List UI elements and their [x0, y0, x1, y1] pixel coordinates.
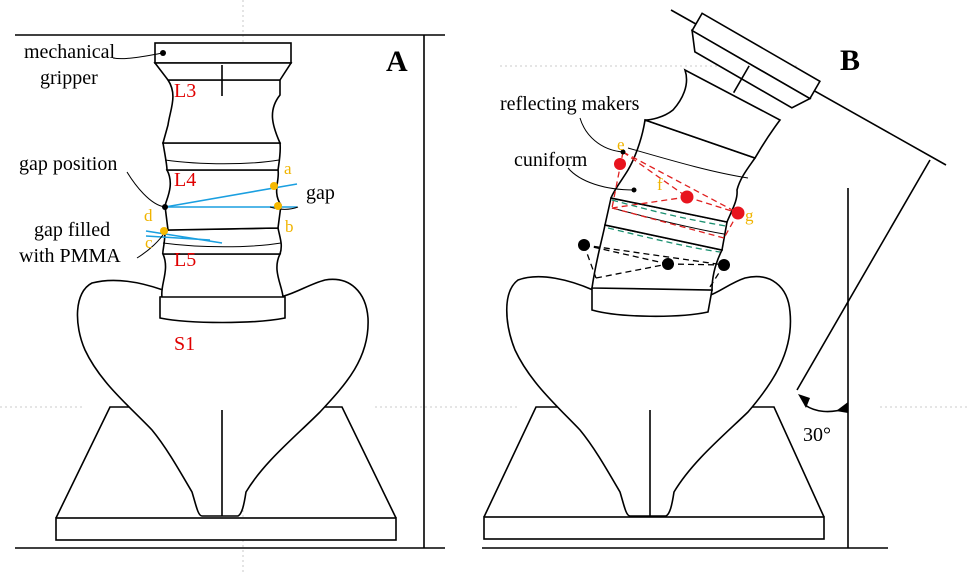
- point-c-dot: [160, 227, 168, 235]
- label-point-c: c: [145, 233, 153, 252]
- angle-indicator: 30°: [798, 394, 848, 446]
- label-angle: 30°: [803, 424, 831, 446]
- marker-f: [680, 190, 694, 204]
- panel-a-letter: A: [386, 45, 408, 78]
- sacrum-b: [506, 275, 792, 517]
- label-with-pmma: with PMMA: [19, 245, 121, 267]
- marker-e: [614, 158, 626, 170]
- label-gap-filled: gap filled: [34, 219, 110, 241]
- gap-position-leader: [126, 171, 166, 208]
- marker-g: [731, 206, 745, 220]
- marker-black-3: [718, 259, 730, 271]
- frame-tilted-arm: [796, 159, 931, 391]
- cuniform-leader: [567, 167, 635, 191]
- vertebra-l5: [160, 253, 284, 298]
- label-l4: L4: [174, 169, 196, 191]
- vertebra-l4: [164, 169, 282, 231]
- label-point-b: b: [285, 217, 294, 236]
- label-reflecting-makers: reflecting makers: [500, 93, 640, 115]
- gap-position-dot: [162, 204, 168, 210]
- label-point-a: a: [284, 159, 292, 178]
- mechanical-gripper-b: [691, 12, 821, 109]
- vertebral-column: [159, 79, 286, 324]
- label-mechanical: mechanical: [24, 41, 115, 63]
- label-l5: L5: [174, 249, 196, 271]
- disc-l4-l5: [162, 227, 283, 255]
- label-s1: S1: [174, 333, 195, 355]
- point-b-dot: [274, 202, 282, 210]
- vertebra-l5-b: [591, 224, 724, 291]
- mechanical-gripper: [112, 42, 293, 96]
- label-point-e: e: [617, 135, 625, 154]
- label-gap-position: gap position: [19, 153, 117, 175]
- label-cuniform: cuniform: [514, 149, 588, 171]
- label-point-d: d: [144, 206, 153, 225]
- panel-a: mechanical gripper gap position gap gap …: [15, 34, 445, 549]
- panel-b-letter: B: [840, 44, 860, 77]
- vertebra-l3: [161, 79, 282, 144]
- sacrum: [76, 278, 369, 517]
- label-l3: L3: [174, 80, 196, 102]
- vertebra-l3-b: [644, 68, 782, 159]
- disc-l3-l4: [162, 142, 282, 171]
- point-a-dot: [270, 182, 278, 190]
- marker-black-1: [578, 239, 590, 251]
- gap-leader: [269, 206, 299, 210]
- stand-b: [483, 406, 825, 540]
- reflecting-makers-leader: [579, 117, 624, 153]
- marker-black-2: [662, 258, 674, 270]
- label-point-f: f: [657, 175, 663, 194]
- label-point-g: g: [745, 206, 754, 225]
- panel-b: 30°: [482, 9, 947, 549]
- vertebral-column-b: [591, 68, 782, 318]
- label-gap: gap: [306, 182, 335, 204]
- label-gripper: gripper: [40, 67, 98, 89]
